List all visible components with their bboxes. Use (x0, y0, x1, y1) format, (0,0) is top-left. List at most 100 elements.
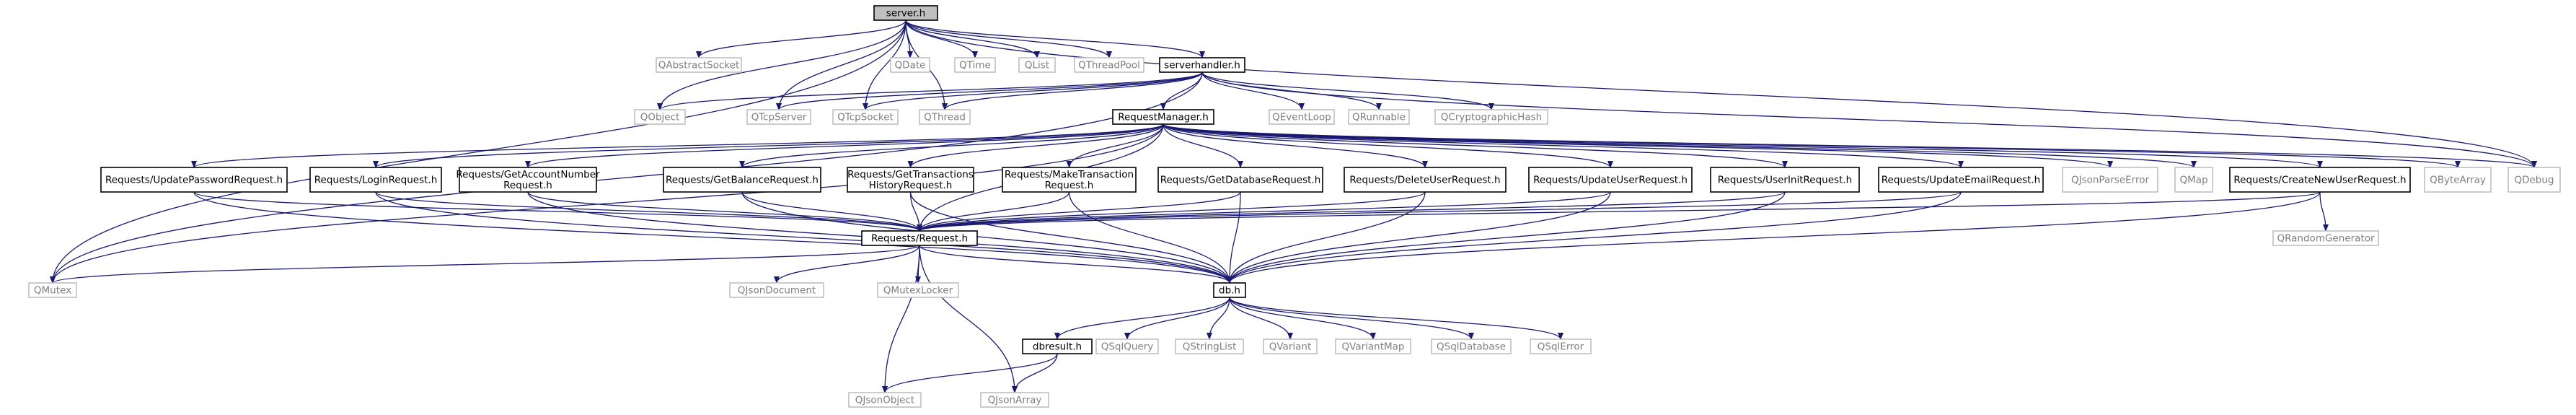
node-box (100, 167, 288, 193)
include-edge-serverhandler-to-qdebug (1201, 71, 2537, 168)
node-label: Requests/LoginRequest.h (314, 175, 438, 186)
node-getdatabase[interactable]: Requests/GetDatabaseRequest.h (1157, 167, 1323, 193)
node-box (1018, 57, 1056, 73)
node-label: QSqlError (1538, 341, 1584, 353)
include-edge-server-to-qdebug (905, 19, 2537, 168)
node-qjsonarray: QJsonArray (980, 392, 1049, 408)
include-edge-db-to-qsqlquery (1124, 297, 1230, 340)
node-updateuser[interactable]: Requests/UpdateUserRequest.h (1528, 167, 1693, 193)
node-box (832, 109, 899, 125)
include-edge-requestmanager-to-userinit (1163, 123, 1788, 168)
include-edge-updatepassword-to-db (193, 191, 1232, 284)
node-login[interactable]: Requests/LoginRequest.h (309, 167, 442, 193)
include-edge-dbresult-to-qjsonarray (1012, 353, 1058, 393)
node-box (861, 230, 978, 246)
node-qsqlerror: QSqlError (1530, 338, 1592, 354)
node-box (2424, 167, 2492, 193)
node-label: QStringList (1183, 341, 1237, 353)
node-box (2272, 230, 2379, 246)
node-qstringlist: QStringList (1175, 338, 1244, 354)
node-label: QJsonDocument (738, 285, 816, 297)
node-qjsonobject: QJsonObject (848, 392, 922, 408)
node-qtime: QTime (954, 57, 996, 73)
node-qcryptographichash: QCryptographicHash (1434, 109, 1548, 125)
node-box (848, 392, 922, 408)
node-label: QJsonParseError (2071, 175, 2150, 186)
node-deleteuser[interactable]: Requests/DeleteUserRequest.h (1344, 167, 1507, 193)
node-qmap: QMap (2174, 167, 2213, 193)
node-getbalance[interactable]: Requests/GetBalanceRequest.h (663, 167, 821, 193)
node-box (1022, 338, 1093, 354)
include-edge-server-to-qlist (905, 19, 1040, 58)
node-label: db.h (1219, 285, 1240, 297)
node-label: QVariantMap (1342, 341, 1405, 353)
node-request[interactable]: Requests/Request.h (861, 230, 978, 246)
include-edge-serverhandler-to-qtcpsocket (863, 71, 1203, 110)
include-edge-maketransaction-to-db (1068, 191, 1232, 284)
include-edge-requestmanager-to-updatepassword (191, 123, 1164, 168)
node-serverhandler[interactable]: serverhandler.h (1159, 57, 1245, 73)
include-edge-request-to-qjsonarray (919, 245, 1018, 393)
include-edge-updatepassword-to-request (193, 191, 922, 232)
node-label: QTcpServer (751, 112, 807, 123)
node-label: dbresult.h (1033, 341, 1082, 353)
node-box (877, 282, 959, 298)
node-box (309, 167, 442, 193)
node-createnewuser[interactable]: Requests/CreateNewUserRequest.h (2229, 167, 2411, 193)
node-qsqldatabase: QSqlDatabase (1431, 338, 1512, 354)
node-box (873, 5, 938, 21)
include-edge-gettransactions-to-request (909, 191, 922, 232)
node-qlist: QList (1018, 57, 1056, 73)
node-box (919, 109, 971, 125)
node-label: QTime (959, 60, 991, 71)
include-edge-server-to-serverhandler (905, 19, 1205, 58)
include-edge-updateemail-to-db (1227, 191, 1962, 284)
node-updateemail[interactable]: Requests/UpdateEmailRequest.h (1878, 167, 2044, 193)
node-box (2229, 167, 2411, 193)
node-db[interactable]: db.h (1213, 282, 1246, 298)
include-edge-createnewuser-to-db (1227, 191, 2321, 284)
node-label: Requests/GetBalanceRequest.h (666, 175, 819, 186)
include-edge-serverhandler-to-qcryptographichash (1201, 71, 1494, 110)
node-label: Requests/DeleteUserRequest.h (1349, 175, 1500, 186)
node-box (1878, 167, 2044, 193)
node-box (656, 57, 742, 73)
include-edge-request-to-qjsonobject (882, 245, 920, 393)
node-box (1112, 109, 1214, 125)
include-edge-requestmanager-to-maketransaction (1066, 123, 1164, 168)
node-label: QEventLoop (1272, 112, 1331, 123)
node-updatepassword[interactable]: Requests/UpdatePasswordRequest.h (100, 167, 288, 193)
node-qeventloop: QEventLoop (1269, 109, 1335, 125)
node-box (1434, 109, 1548, 125)
node-qmutex: QMutex (28, 282, 77, 298)
node-label: RequestManager.h (1118, 112, 1209, 123)
node-box (663, 167, 821, 193)
include-edge-server-to-qabstractsocket (696, 19, 907, 58)
include-edge-deleteuser-to-db (1227, 191, 1426, 284)
include-edge-requestmanager-to-qdebug (1163, 123, 2537, 168)
include-edge-db-to-qvariantmap (1229, 297, 1376, 340)
node-server[interactable]: server.h (873, 5, 938, 21)
node-label: Requests/UpdateEmailRequest.h (1882, 175, 2040, 186)
node-box (980, 392, 1049, 408)
include-edge-deleteuser-to-request (917, 191, 1426, 232)
node-box (954, 57, 996, 73)
include-edge-server-to-qtcpserver (776, 19, 907, 110)
include-edge-requestmanager-to-getaccountnumber (525, 123, 1164, 168)
include-edge-serverhandler-to-qeventloop (1201, 71, 1305, 110)
node-label: serverhandler.h (1164, 60, 1240, 71)
node-label: QThreadPool (1078, 60, 1140, 71)
include-edge-updateemail-to-request (917, 191, 1962, 232)
node-userinit[interactable]: Requests/UserInitRequest.h (1710, 167, 1860, 193)
node-requestmanager[interactable]: RequestManager.h (1112, 109, 1214, 125)
node-dbresult[interactable]: dbresult.h (1022, 338, 1093, 354)
node-label: QTcpSocket (837, 112, 894, 123)
node-box (2174, 167, 2213, 193)
node-label: QSqlDatabase (1437, 341, 1506, 353)
include-edge-requestmanager-to-getbalance (739, 123, 1164, 168)
include-edge-requestmanager-to-qjsonparseerror (1163, 123, 2113, 168)
